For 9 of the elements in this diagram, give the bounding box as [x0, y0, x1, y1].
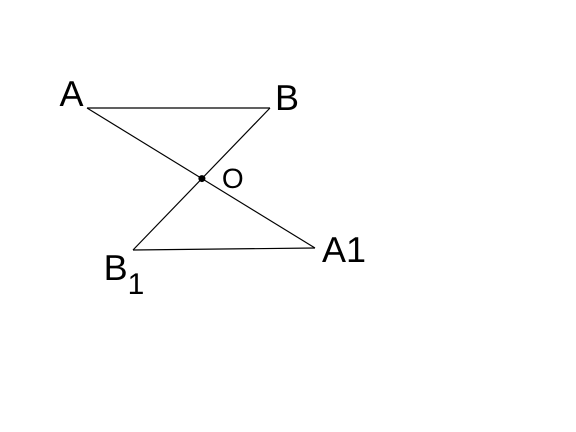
point-label: O	[222, 164, 244, 193]
line-segment	[132, 108, 270, 250]
line-segment	[133, 247, 315, 251]
vertex-label: B	[270, 80, 304, 118]
vertex-label: B$_{1}$	[100, 250, 148, 310]
line-segment	[86, 107, 316, 249]
vertex-label: A1	[315, 232, 373, 268]
line-segment	[87, 107, 270, 109]
vertex-label: A	[56, 76, 87, 108]
